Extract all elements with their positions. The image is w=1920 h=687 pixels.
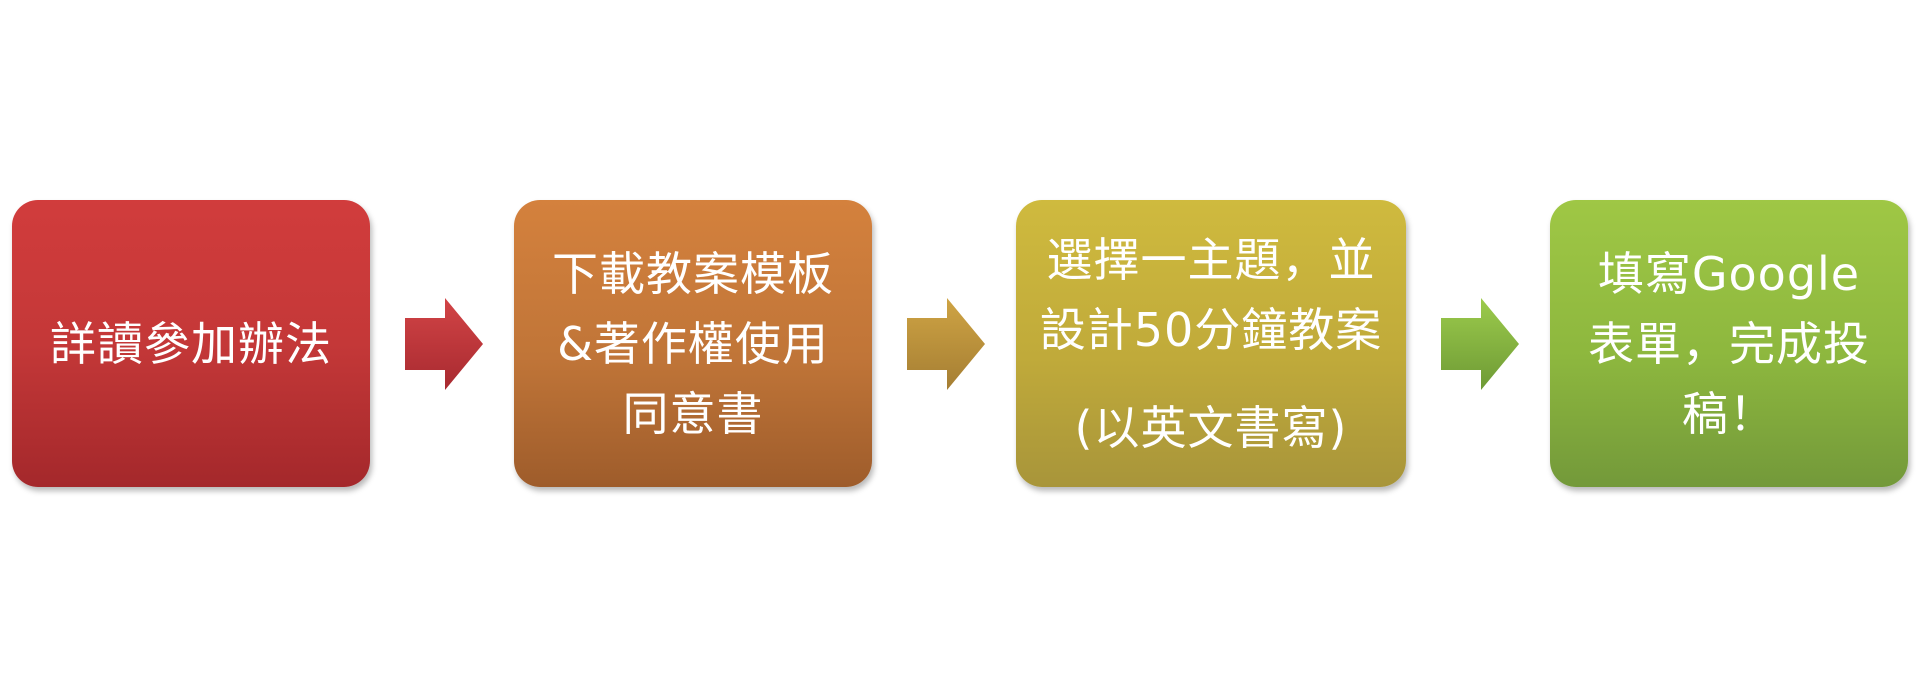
arrow-right-icon — [405, 298, 483, 390]
step-label-line: 稿！ — [1682, 386, 1776, 441]
step-label-line: 填寫Google — [1597, 246, 1861, 301]
step-box-read-rules: 詳讀參加辦法 — [12, 200, 370, 487]
arrow-right-icon — [907, 298, 985, 390]
step-box-download-template: 下載教案模板 &著作權使用 同意書 — [514, 200, 872, 487]
step-box-design-lesson: 選擇一主題，並 設計50分鐘教案 (以英文書寫) — [1016, 200, 1406, 487]
step-label-line: 選擇一主題，並 — [1046, 232, 1376, 287]
step-label-line: 同意書 — [622, 386, 764, 441]
step-label: 填寫Google 表單，完成投 稿！ — [1588, 239, 1870, 449]
step-label-line: 詳讀參加辦法 — [50, 316, 332, 371]
step-label: 詳讀參加辦法 — [50, 309, 332, 379]
step-label: 下載教案模板 &著作權使用 同意書 — [552, 239, 834, 449]
step-note: (以英文書寫) — [1074, 400, 1348, 455]
step-label-line: 下載教案模板 — [552, 246, 834, 301]
step-label-gap — [1040, 365, 1383, 393]
step-label-line: &著作權使用 — [557, 316, 829, 371]
step-label-line: 設計50分鐘教案 — [1039, 302, 1383, 357]
step-label-line: 表單，完成投 — [1588, 316, 1870, 371]
step-box-submit-form: 填寫Google 表單，完成投 稿！ — [1550, 200, 1908, 487]
arrow-right-icon — [1441, 298, 1519, 390]
step-label: 選擇一主題，並 設計50分鐘教案 (以英文書寫) — [1040, 225, 1383, 463]
